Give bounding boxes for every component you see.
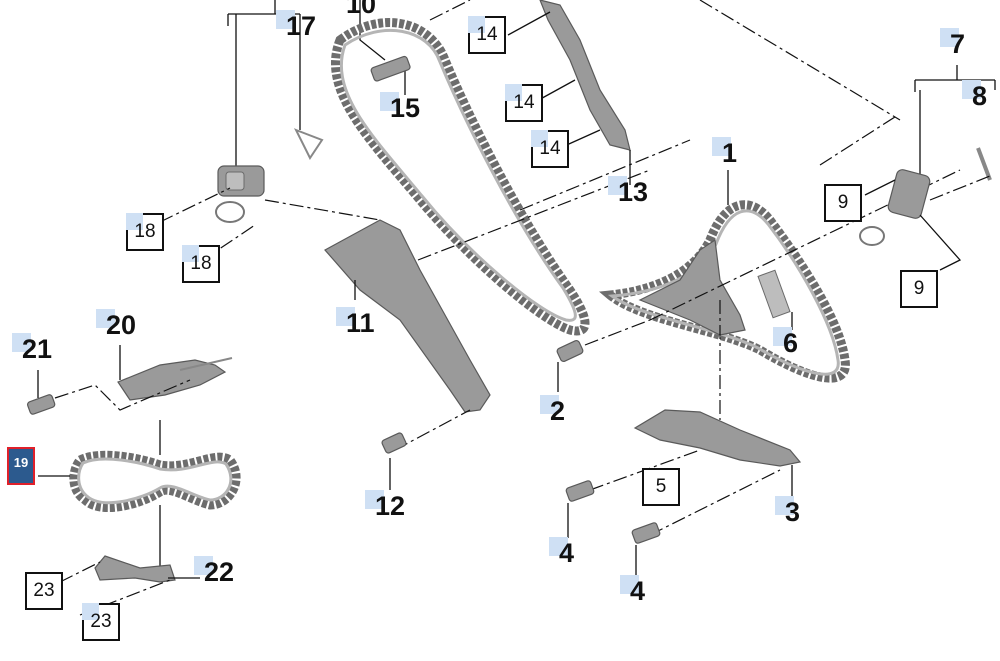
- callout-13-label[interactable]: 13: [618, 177, 649, 207]
- leader-10: [359, 0, 386, 61]
- leaders-19: [38, 420, 161, 570]
- boxed-callout-14c[interactable]: 14: [531, 130, 569, 168]
- boxed-callout-23a-label[interactable]: 23: [33, 580, 55, 601]
- timing-chain-19: [69, 450, 241, 512]
- dash-right: [819, 114, 991, 201]
- callout-15-label[interactable]: 15: [390, 93, 421, 123]
- boxed-callout-5[interactable]: 5: [642, 468, 680, 506]
- callout-10-label[interactable]: 10: [346, 0, 377, 19]
- selected-callout-19-label[interactable]: 19: [13, 455, 29, 470]
- tensioner-9: [887, 169, 931, 219]
- boxed-callout-9a-label[interactable]: 9: [837, 192, 849, 213]
- boxed-callout-23b-label[interactable]: 23: [90, 611, 112, 632]
- callout-4b-label[interactable]: 4: [630, 576, 646, 606]
- ring-part-17: [293, 128, 324, 160]
- callout-12-label[interactable]: 12: [375, 491, 406, 521]
- boxed-callout-23a[interactable]: 23: [25, 572, 63, 610]
- callout-20-label[interactable]: 20: [106, 310, 137, 340]
- callout-2-label[interactable]: 2: [550, 396, 566, 426]
- callout-6-label[interactable]: 6: [783, 328, 799, 358]
- boxed-callout-14b-label[interactable]: 14: [513, 92, 535, 113]
- leaders-9: [864, 179, 962, 271]
- boxed-callout-18b-label[interactable]: 18: [190, 253, 212, 274]
- callout-17-label[interactable]: 17: [286, 11, 317, 41]
- boxed-callout-5-label[interactable]: 5: [655, 476, 667, 497]
- callout-8-label[interactable]: 8: [972, 81, 988, 111]
- tensioner-20: [117, 359, 227, 401]
- guide-part-15: [370, 55, 411, 82]
- bolt-4a: [565, 480, 595, 538]
- callout-11-label[interactable]: 11: [346, 308, 375, 338]
- tensioner-18: [215, 165, 265, 223]
- boxed-callout-18b[interactable]: 18: [182, 245, 220, 283]
- guide-rail-3: [633, 409, 802, 467]
- callout-1-label[interactable]: 1: [722, 138, 738, 168]
- guide-rail-14: [539, 0, 631, 151]
- dash-23: [59, 561, 171, 616]
- bolt-4b: [631, 522, 661, 575]
- part-6: [757, 269, 791, 319]
- guide-22: [94, 555, 176, 583]
- boxed-callout-9a[interactable]: 9: [824, 184, 862, 222]
- bolt-2: [556, 339, 584, 392]
- boxed-callout-14c-label[interactable]: 14: [539, 138, 561, 159]
- boxed-callout-9b[interactable]: 9: [900, 270, 938, 308]
- leaders-14-13: [507, 11, 631, 185]
- boxed-callout-23b[interactable]: 23: [82, 603, 120, 641]
- callout-21-label[interactable]: 21: [22, 334, 53, 364]
- boxed-callout-18a[interactable]: 18: [126, 213, 164, 251]
- pin-8: [976, 147, 992, 181]
- tensioner-rod-20: [179, 357, 233, 371]
- leader-17: [227, 0, 301, 170]
- boxed-callout-14a[interactable]: 14: [468, 16, 506, 54]
- boxed-callout-9b-label[interactable]: 9: [913, 278, 925, 299]
- boxed-callout-14b[interactable]: 14: [505, 84, 543, 122]
- bolt-12: [381, 432, 407, 490]
- callout-7-label[interactable]: 7: [950, 29, 966, 59]
- boxed-callout-18a-label[interactable]: 18: [134, 221, 156, 242]
- dash-lower: [589, 449, 781, 536]
- selected-callout-19[interactable]: 19: [7, 447, 35, 485]
- callout-22-label[interactable]: 22: [204, 557, 235, 587]
- callout-3-label[interactable]: 3: [785, 497, 801, 527]
- leader-7: [914, 65, 996, 175]
- timing-chain-10: [331, 18, 590, 336]
- boxed-callout-14a-label[interactable]: 14: [476, 24, 498, 45]
- dash-12: [394, 409, 471, 451]
- ring-9: [859, 226, 885, 246]
- bolt-21: [26, 370, 56, 415]
- callout-4a-label[interactable]: 4: [559, 538, 575, 568]
- guide-rail-11: [324, 219, 491, 413]
- dash-21: [54, 379, 191, 411]
- tensioner-body-1: [638, 238, 746, 336]
